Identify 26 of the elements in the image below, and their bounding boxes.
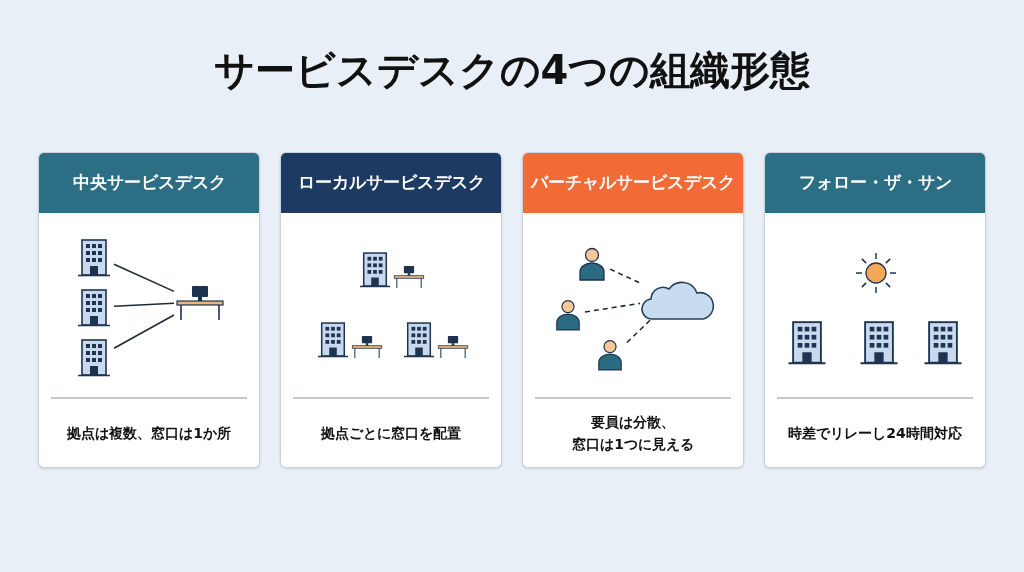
connector-line [113,302,175,307]
card [280,152,502,468]
dashed-connector [609,268,641,284]
person-icon [596,339,624,371]
person-icon [577,247,607,281]
connector-line [113,263,175,293]
dashed-connector [584,302,641,313]
building-icon [77,239,111,277]
card-header: バーチャルサービスデスク [523,153,743,213]
card-header: 中央サービスデスク [39,153,259,213]
card-header: フォロー・ザ・サン [765,153,985,213]
building-icon [77,339,111,377]
card [38,152,260,468]
building-icon [77,289,111,327]
card-header: ローカルサービスデスク [281,153,501,213]
card-description: 拠点ごとに窓口を配置 [320,424,462,443]
card-description: 時差でリレーし24時間対応 [787,424,963,443]
card-description: 要員は分散、窓口は1つに見える [571,413,695,454]
title: サービスデスクの4つの組織形態 [212,46,812,95]
dashed-connector [626,319,652,344]
person-icon [554,299,582,331]
card [522,152,744,468]
desk-icon [175,285,225,321]
connector-line [113,314,175,349]
card [764,152,986,468]
card-description: 拠点は複数、窓口は1か所 [66,424,232,443]
